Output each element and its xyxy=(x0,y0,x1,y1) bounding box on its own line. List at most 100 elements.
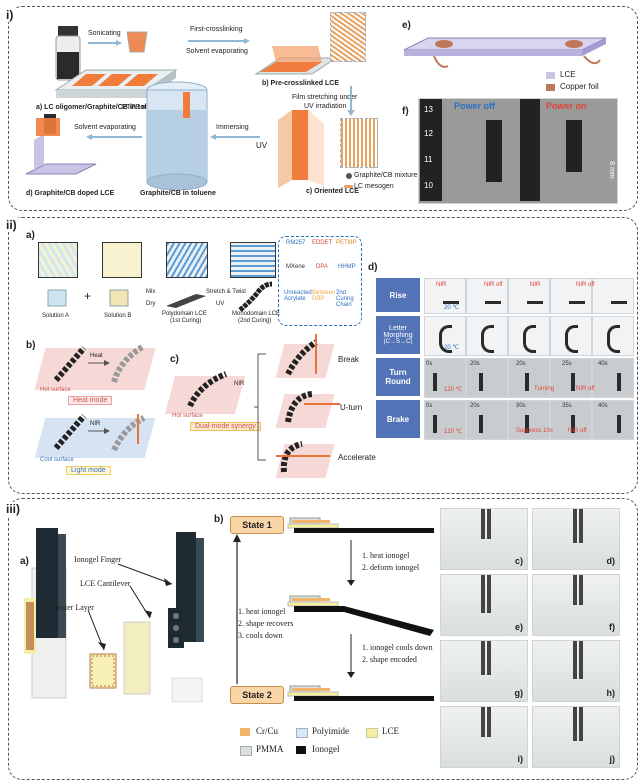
strip-on xyxy=(566,120,582,172)
brake-nir-off-label: NIR off xyxy=(568,428,587,434)
step-heat-ionogel: 1. heat ionogel xyxy=(362,551,410,560)
legend-petmp: PETMP xyxy=(336,240,357,246)
state2-badge: State 2 xyxy=(230,686,284,704)
photo-label: g) xyxy=(514,688,524,698)
legend-pmma-label: PMMA xyxy=(256,744,284,754)
motion-frame xyxy=(424,316,466,356)
power-on-label: Power on xyxy=(546,101,587,111)
step-d-label: d) Graphite/CB doped LCE xyxy=(26,190,115,197)
gripper-photo: f) xyxy=(532,574,620,636)
section-iii-label: iii) xyxy=(4,502,22,516)
precrosslinked-film-illustration xyxy=(254,46,338,75)
suppress-label: Suppress 10s xyxy=(516,428,553,434)
robot-mark xyxy=(433,373,437,391)
left-heat-ionogel: 1. heat ionogel xyxy=(238,607,286,616)
step-b-label: b) Pre-crosslinked LCE xyxy=(262,80,340,87)
robot-accelerate xyxy=(276,441,330,473)
schematic-box-3 xyxy=(166,242,208,278)
nir-c-label: NIR xyxy=(234,381,245,387)
uv-ii-label: UV xyxy=(216,301,225,307)
sub-f-label: f) xyxy=(402,106,409,117)
step-c-label: c) Oriented LCE xyxy=(306,188,359,195)
robot-mark xyxy=(607,325,620,353)
dry-label: Dry xyxy=(146,301,156,307)
sub-a-iii-label: a) xyxy=(20,556,29,567)
robot-mark xyxy=(569,301,585,304)
robot-mark xyxy=(481,325,494,353)
morph-temp: 20 ℃ xyxy=(444,345,460,351)
molecule-legend-box xyxy=(278,236,362,326)
brake-time-4: 40s xyxy=(598,403,608,409)
turn-time-1: 20s xyxy=(470,361,480,367)
row-morph-label: Letter Morphing xyxy=(383,325,413,339)
callout-lines xyxy=(87,563,173,651)
photo-label: f) xyxy=(609,622,615,632)
motion-frame xyxy=(592,358,634,398)
power-photo xyxy=(418,98,618,204)
vial-illustration xyxy=(55,26,81,81)
film-stretching-label: Film stretching under xyxy=(292,94,358,101)
rise-nir-off-2: NIR off xyxy=(576,282,595,288)
row-head-morph: Letter Morphing(C→S→C) xyxy=(376,316,420,354)
gripper-finger xyxy=(487,509,491,539)
legend-hhmp: HHMP xyxy=(338,264,356,270)
heat-label: Heat xyxy=(90,353,103,359)
polydomain-strip xyxy=(166,294,206,308)
legend-copper-label: Copper foil xyxy=(560,82,599,91)
legend-lce-swatch xyxy=(546,72,555,79)
motion-frame xyxy=(466,278,508,314)
power-off-label: Power off xyxy=(454,101,496,111)
turn-time-4: 40s xyxy=(598,361,608,367)
arrow-icon xyxy=(88,428,110,434)
row-turn-label: Turn Round xyxy=(385,368,411,386)
robot-mark xyxy=(485,301,501,304)
robot-mark xyxy=(617,373,621,391)
dual-mode-tag: Dual-mode synergy xyxy=(190,422,261,431)
light-mode-tag: Light mode xyxy=(66,466,111,475)
ruler-tick-13: 13 xyxy=(424,105,433,114)
beaker-illustration xyxy=(126,31,148,53)
lce-copper-device-illustration xyxy=(403,37,607,68)
hot-surface-c-label: Hot surface xyxy=(172,413,203,419)
gripper-photo: j) xyxy=(532,706,620,768)
gripper-finger xyxy=(481,641,485,675)
solution-a-label: Solution A xyxy=(42,313,70,319)
gripper-photo: h) xyxy=(532,640,620,702)
strip-off xyxy=(486,120,502,182)
motion-frame xyxy=(550,400,592,440)
gripper-finger xyxy=(487,575,491,613)
gripper-photo: e) xyxy=(440,574,528,636)
beaker-solution-illustration xyxy=(146,81,208,191)
motion-frame xyxy=(508,358,550,398)
panel-ii xyxy=(8,217,638,494)
mesogen-texture xyxy=(330,12,366,62)
mesogen-dash xyxy=(344,185,353,188)
motion-frame xyxy=(508,316,550,356)
polydomain-label: Polydomain LCE xyxy=(162,311,207,317)
state1-beam xyxy=(287,517,434,533)
step-ionogel-cools: 1. ionogel cools down xyxy=(362,643,433,652)
immersing-label: Immersing xyxy=(216,124,249,131)
down-arrow-2 xyxy=(347,634,355,678)
ptfe-label: PTFE mold xyxy=(122,104,158,111)
finger-assembly-illustration xyxy=(24,528,204,703)
legend-polyimide-swatch xyxy=(296,728,308,738)
photo-label: j) xyxy=(609,754,616,764)
motion-frame xyxy=(592,316,634,356)
legend-dbp: Between DBP xyxy=(312,290,336,302)
sub-c-ii-label: c) xyxy=(170,354,179,365)
sub-a-ii-label: a) xyxy=(26,230,35,241)
motion-frame xyxy=(592,400,634,440)
schematic-box-1 xyxy=(38,242,78,278)
ruler-right xyxy=(520,99,540,201)
ionogel-finger-label: Ionogel Finger xyxy=(74,555,122,564)
row-morph-sub: (C→S→C) xyxy=(383,339,413,345)
uv-label: UV xyxy=(256,141,268,150)
panel-iii xyxy=(8,498,638,780)
legend-rm257: RM257 xyxy=(286,240,306,246)
legend-eddet: EDDET xyxy=(312,240,333,246)
monodomain-label: Monodomain LCE xyxy=(232,311,281,317)
legend-lce-iii-swatch xyxy=(366,728,378,738)
gripper-finger xyxy=(579,707,583,741)
turn-time-3: 25s xyxy=(562,361,572,367)
